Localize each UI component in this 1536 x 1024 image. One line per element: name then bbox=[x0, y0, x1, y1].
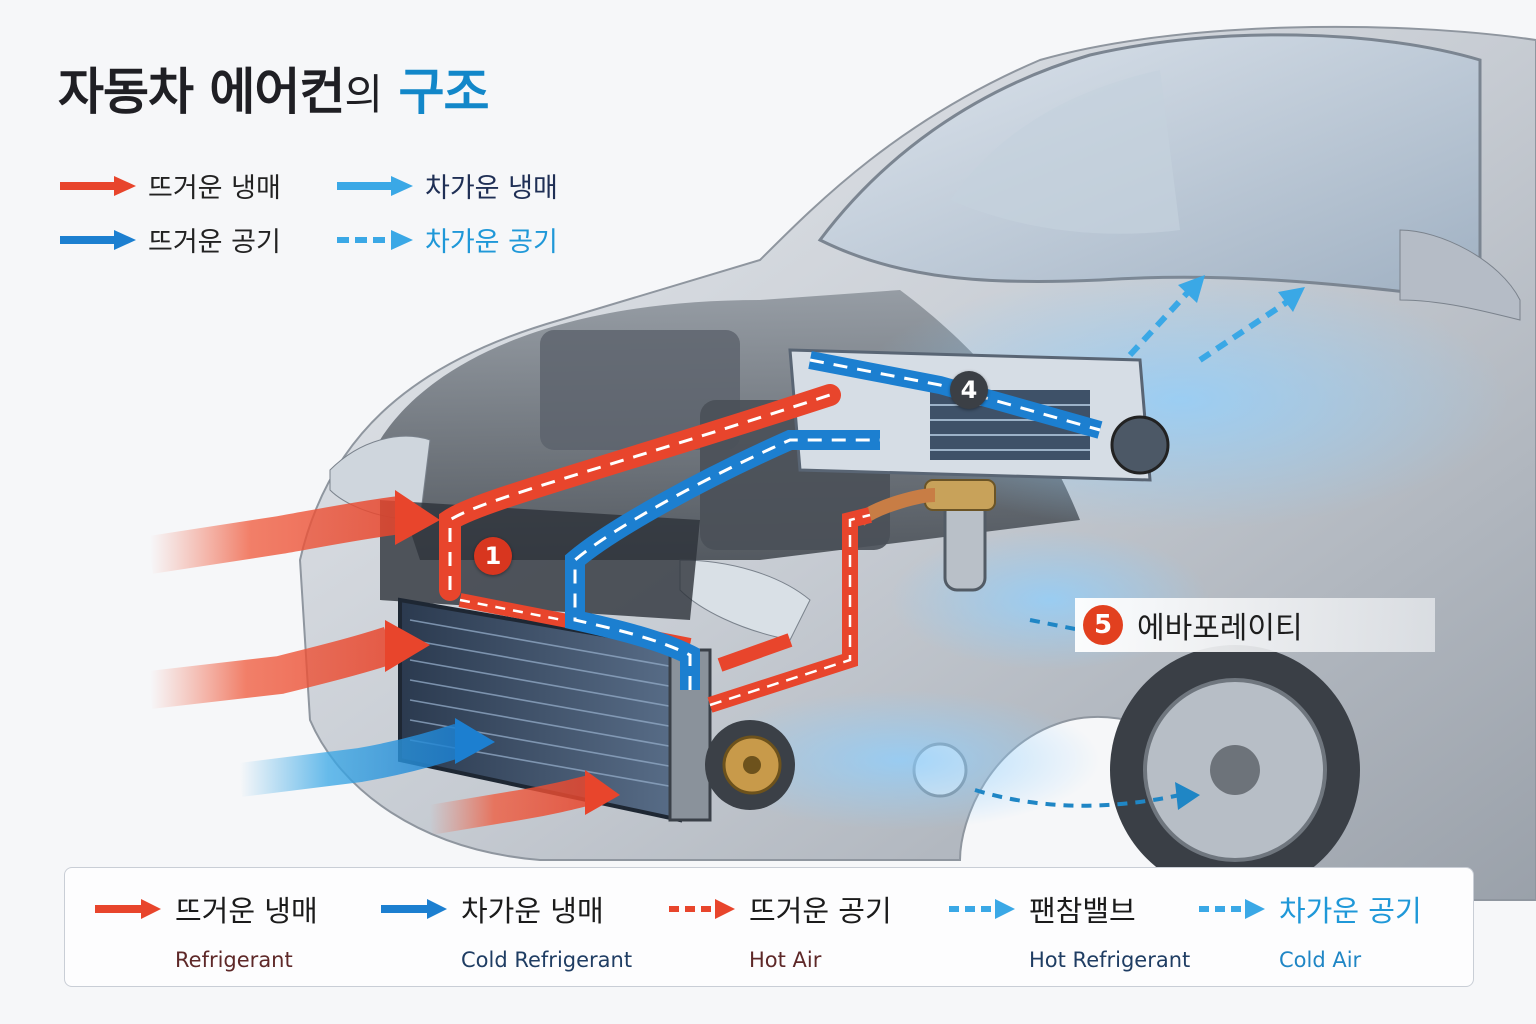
legend-sub: Hot Air bbox=[749, 948, 892, 972]
badge-condenser: 1 bbox=[474, 537, 512, 575]
legend-item-expansion-valve: 팬참밸브 Hot Refrigerant bbox=[947, 888, 1190, 972]
legend-label: 차가운 공기 bbox=[1279, 888, 1422, 930]
bottom-legend: 뜨거운 냉매 Refrigerant 차가운 냉매 Cold Refrigera… bbox=[64, 867, 1474, 987]
legend-label: 뜨거운 공기 bbox=[749, 888, 892, 930]
title-main: 자동차 에어컨 bbox=[58, 63, 344, 121]
title-suffix: 의 bbox=[344, 70, 382, 119]
title-accent: 구조 bbox=[398, 63, 488, 121]
badge-expansion: 4 bbox=[950, 371, 988, 409]
legend-item-hot-air: 뜨거운 공기 Hot Air bbox=[667, 888, 892, 972]
legend-sub: Refrigerant bbox=[175, 948, 318, 972]
evaporator-callout: 5 에바포레이티 bbox=[1075, 598, 1435, 652]
red-dashed-arrow-icon bbox=[667, 897, 737, 921]
red-arrow-icon bbox=[93, 897, 163, 921]
callout-label: 에바포레이티 bbox=[1137, 603, 1303, 647]
legend-item-hot-refrigerant: 뜨거운 냉매 Refrigerant bbox=[93, 888, 318, 972]
top-legend-label: 차가운 냉매 bbox=[425, 166, 558, 205]
legend-label: 팬참밸브 bbox=[1029, 888, 1136, 930]
red-arrow-icon bbox=[58, 174, 138, 198]
cyan-dashed-arrow-icon bbox=[335, 228, 415, 252]
top-legend-hot-air: 뜨거운 공기 bbox=[58, 220, 281, 259]
top-legend-cold-air: 차가운 공기 bbox=[335, 220, 558, 259]
blue-arrow-icon bbox=[58, 228, 138, 252]
top-legend-hot-refrigerant: 뜨거운 냉매 bbox=[58, 166, 281, 205]
top-legend-label: 뜨거운 공기 bbox=[148, 220, 281, 259]
legend-label: 뜨거운 냉매 bbox=[175, 888, 318, 930]
cyan-arrow-icon bbox=[335, 174, 415, 198]
cyan-dashed-arrow-icon bbox=[947, 897, 1017, 921]
legend-item-cold-refrigerant: 차가운 냉매 Cold Refrigerant bbox=[379, 888, 632, 972]
legend-sub: Hot Refrigerant bbox=[1029, 948, 1190, 972]
legend-sub: Cold Air bbox=[1279, 948, 1422, 972]
top-legend-label: 차가운 공기 bbox=[425, 220, 558, 259]
page-title: 자동차 에어컨의 구조 bbox=[58, 52, 488, 124]
blue-arrow-icon bbox=[379, 897, 449, 921]
top-legend-cold-refrigerant: 차가운 냉매 bbox=[335, 166, 558, 205]
callout-number: 5 bbox=[1083, 605, 1123, 645]
legend-label: 차가운 냉매 bbox=[461, 888, 604, 930]
cyan-dashed-arrow-icon bbox=[1197, 897, 1267, 921]
legend-sub: Cold Refrigerant bbox=[461, 948, 632, 972]
compressor bbox=[705, 720, 795, 810]
legend-item-cold-air: 차가운 공기 Cold Air bbox=[1197, 888, 1422, 972]
top-legend-label: 뜨거운 냉매 bbox=[148, 166, 281, 205]
